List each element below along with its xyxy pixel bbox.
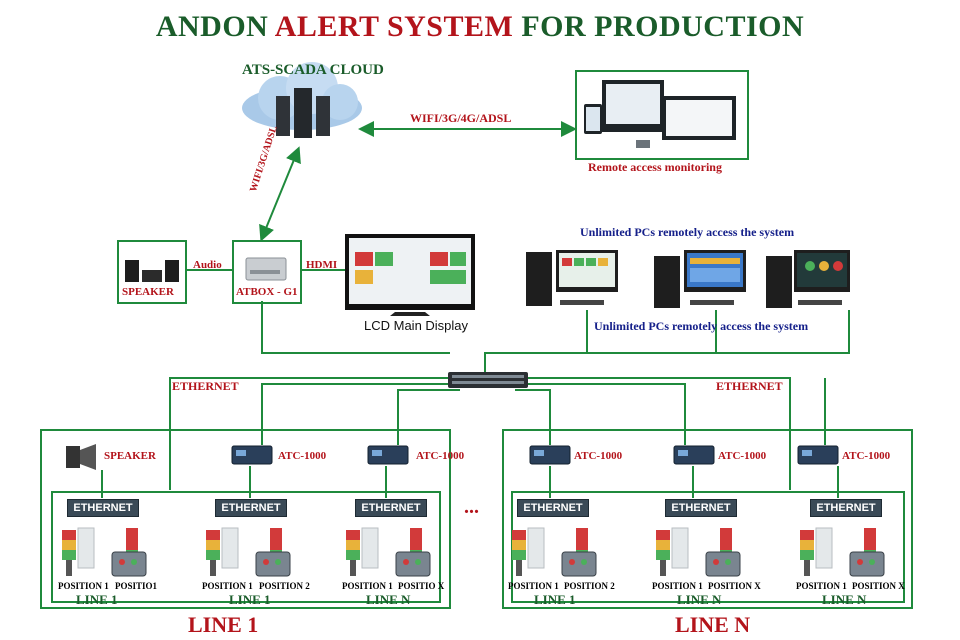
- line-1-group-outline: [40, 429, 451, 609]
- hdmi-link-label: HDMI: [306, 259, 338, 271]
- workstation-1: [62, 527, 147, 577]
- line-n-sub-2-pos-b: POSITION X: [708, 581, 761, 591]
- line-1-group-title: LINE 1: [188, 612, 259, 637]
- line-n-sub-1-pos-a: POSITION 1: [508, 581, 559, 591]
- line-n-sub-1-ethernet: ETHERNET: [517, 499, 589, 517]
- line-n-sub-3-pos-a: POSITION 1: [796, 581, 847, 591]
- pcs-heading: Unlimited PCs remotely access the system: [580, 225, 795, 239]
- atbox-label: ATBOX - G1: [236, 286, 298, 298]
- line-n-sub-3-ethernet: ETHERNET: [810, 499, 882, 517]
- remote-devices-icon: [584, 80, 736, 148]
- cloud-atbox-link: [259, 146, 301, 242]
- cloud-remote-link-label: WIFI/3G/4G/ADSL: [410, 111, 512, 125]
- line-n-sub-3-line: LINE N: [822, 592, 867, 607]
- line-1-sub-2-pos-a: POSITION 1: [202, 581, 253, 591]
- line-1-atc-label-b: ATC-1000: [416, 450, 465, 462]
- line-n-sub-1-pos-b: POSITION 2: [564, 581, 615, 591]
- groups-ellipsis: ...: [464, 496, 479, 518]
- workstation-6: [800, 527, 885, 577]
- line-n-atc-label-a: ATC-1000: [574, 450, 623, 462]
- lcd-monitor-icon: [345, 234, 475, 316]
- line-n-sub-1-line: LINE 1: [534, 592, 576, 607]
- line-1-speaker-label: SPEAKER: [104, 450, 156, 462]
- speaker-box-label: SPEAKER: [122, 286, 174, 298]
- line-1-sub-3-line: LINE N: [366, 592, 411, 607]
- line-1-sub-3-pos-b: POSITIO X: [398, 581, 445, 591]
- atc-1000-icons: [231, 445, 839, 465]
- workstation-3: [346, 527, 431, 577]
- line-n-atc-label-c: ATC-1000: [842, 450, 891, 462]
- line-n-sub-2-line: LINE N: [677, 592, 722, 607]
- line-1-sub-1-pos-a: POSITION 1: [58, 581, 109, 591]
- line-1-sub-2-pos-b: POSITION 2: [259, 581, 310, 591]
- line-n-group-title: LINE N: [675, 612, 751, 637]
- network-switch-icon: [448, 372, 528, 388]
- line-n-sub-2-ethernet: ETHERNET: [665, 499, 737, 517]
- atbox-switch-link: [261, 301, 450, 354]
- line-1-sub-1-pos-b: POSITIO1: [115, 581, 158, 591]
- line-1-atc-label-a: ATC-1000: [278, 450, 327, 462]
- line-1-sub-3-pos-a: POSITION 1: [342, 581, 393, 591]
- lcd-caption: LCD Main Display: [364, 318, 469, 333]
- line-n-sub-2-pos-a: POSITION 1: [652, 581, 703, 591]
- pc-3-icon: [766, 250, 850, 308]
- line-n-group-outline: [502, 429, 913, 609]
- line-1-sub-3-ethernet: ETHERNET: [355, 499, 427, 517]
- line-1-sub-1-line: LINE 1: [76, 592, 118, 607]
- audio-link-label: Audio: [193, 259, 222, 271]
- atbox-box: [232, 240, 302, 304]
- diagram-title: ANDON ALERT SYSTEM FOR PRODUCTION: [0, 10, 960, 44]
- ethernet-left-label: ETHERNET: [172, 379, 239, 393]
- pc-1-icon: [526, 250, 618, 306]
- workstation-5: [656, 527, 741, 577]
- horn-speaker-icon: [66, 444, 96, 470]
- cloud-label: ATS-SCADA CLOUD: [242, 62, 384, 78]
- remote-access-box: [575, 70, 749, 160]
- pcs-caption: Unlimited PCs remotely access the system: [594, 319, 809, 333]
- ethernet-right-trunk: [525, 377, 791, 490]
- title-part-1: ANDON: [155, 10, 269, 43]
- workstation-2: [206, 527, 291, 577]
- remote-access-caption: Remote access monitoring: [588, 160, 722, 174]
- line-1-sub-2-ethernet: ETHERNET: [215, 499, 287, 517]
- ethernet-left-trunk: [169, 377, 450, 490]
- pcs-switch-link: [484, 310, 850, 372]
- line-n-atc-label-b: ATC-1000: [718, 450, 767, 462]
- line-n-sub-3-pos-b: POSITION X: [852, 581, 905, 591]
- pc-2-icon: [654, 250, 746, 308]
- atbox-device-icon: [245, 257, 287, 281]
- cloud-server-icon: [242, 62, 362, 138]
- title-part-2: ALERT SYSTEM: [274, 10, 514, 43]
- ethernet-right-label: ETHERNET: [716, 379, 783, 393]
- workstation-4: [512, 527, 597, 577]
- speaker-box: [117, 240, 187, 304]
- line-1-sub-2-line: LINE 1: [229, 592, 271, 607]
- line-1-sub-1-ethernet: ETHERNET: [67, 499, 139, 517]
- title-part-3: FOR PRODUCTION: [521, 10, 805, 43]
- speaker-box-icon: [125, 260, 179, 282]
